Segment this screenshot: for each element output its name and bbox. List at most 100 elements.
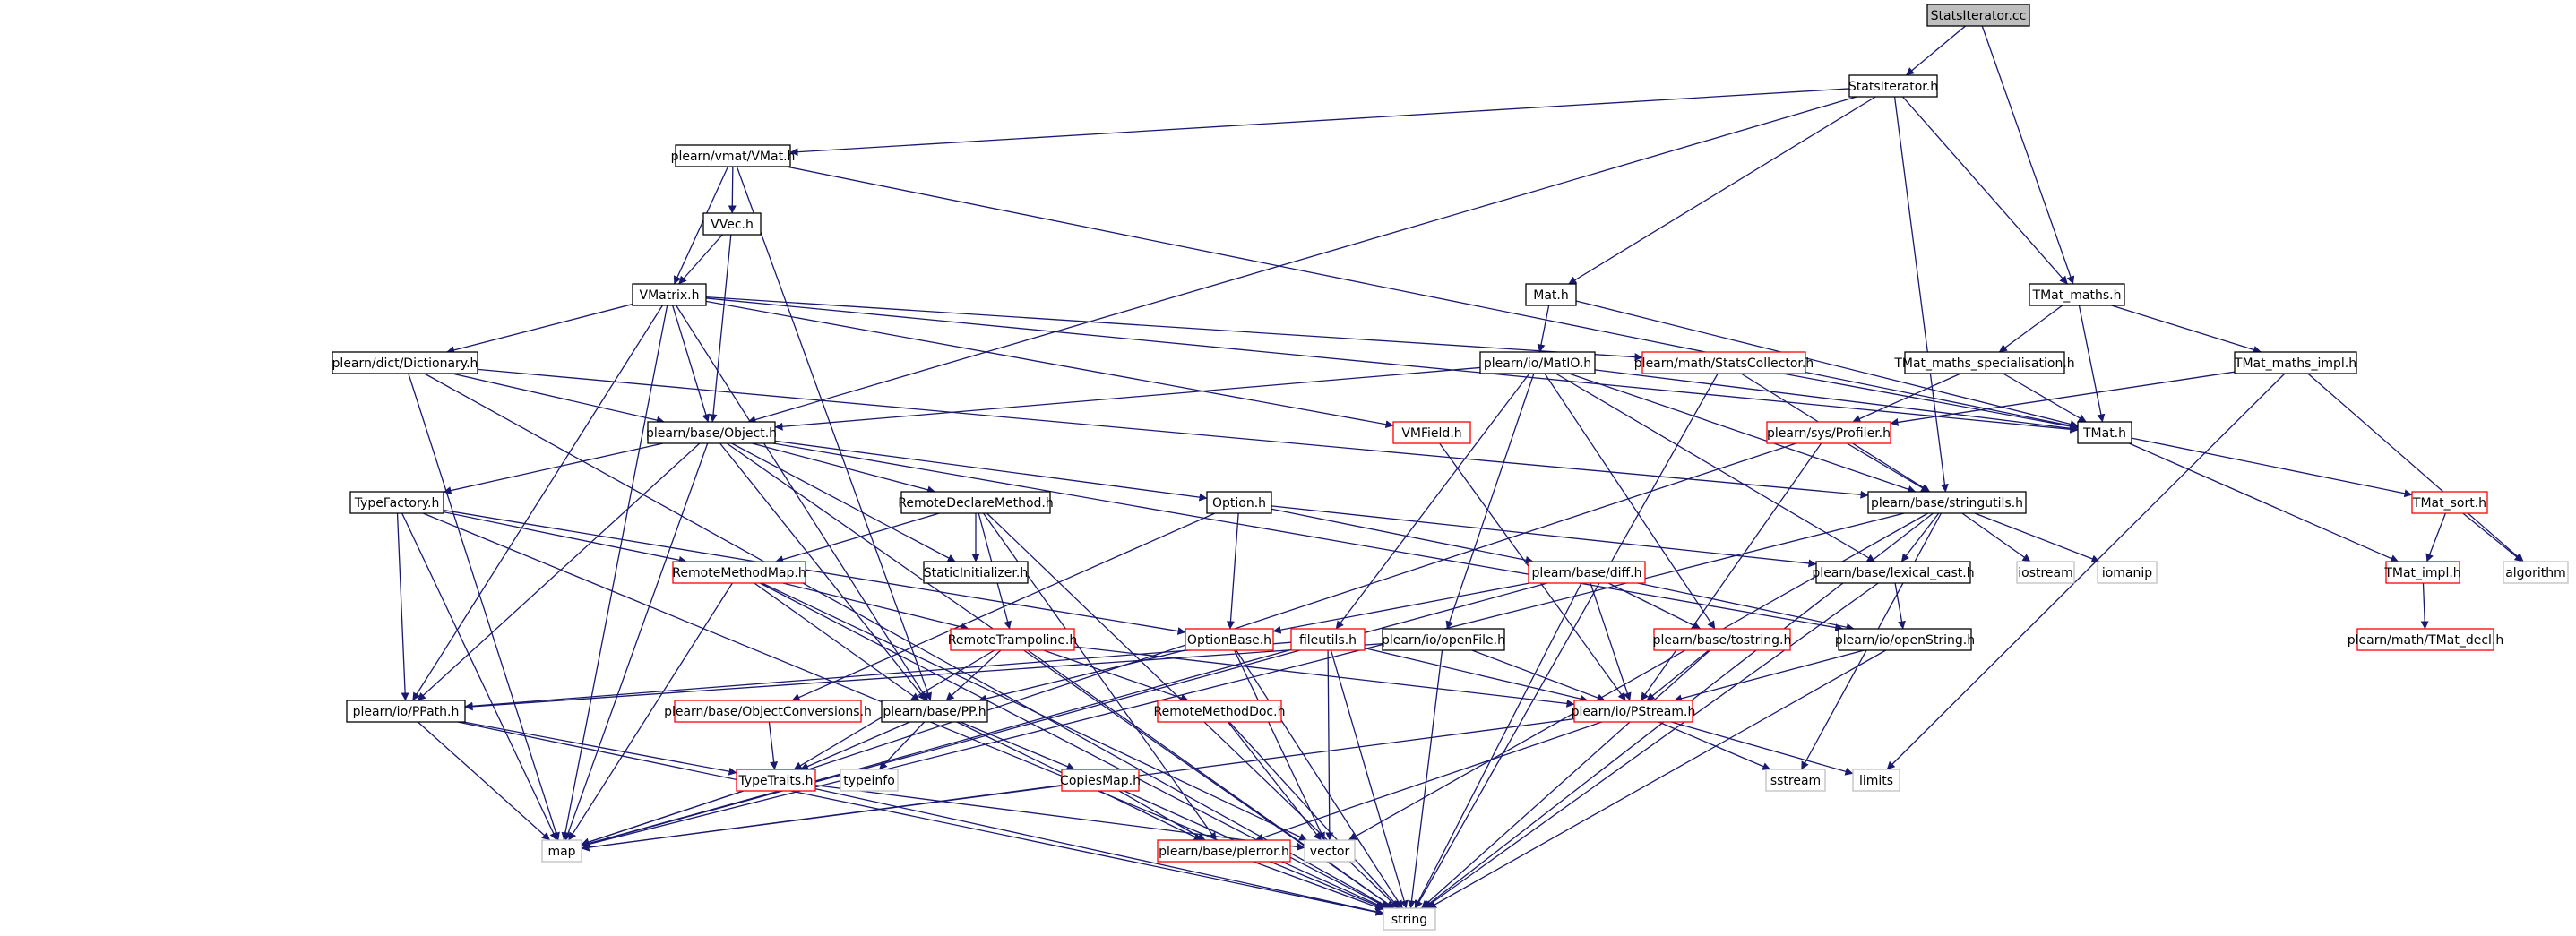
node-remotedeclare[interactable]: RemoteDeclareMethod.h [898, 491, 1054, 514]
node-box [2385, 561, 2460, 584]
node-string[interactable]: string [1383, 907, 1436, 931]
node-iomanip[interactable]: iomanip [2097, 561, 2158, 584]
node-object[interactable]: plearn/base/Object.h [646, 421, 777, 444]
edge-vvec-to-vmatrix [678, 234, 723, 285]
node-box [1383, 907, 1436, 931]
edge-matioh-to-tmath [1594, 369, 2079, 433]
node-vector[interactable]: vector [1304, 839, 1356, 863]
node-openstring[interactable]: plearn/io/openString.h [1835, 628, 1975, 651]
node-fileutils[interactable]: fileutils.h [1290, 628, 1366, 651]
edge-optionbase-to-vector [1234, 649, 1325, 841]
node-remotemethoddoc[interactable]: RemoteMethodDoc.h [1154, 700, 1286, 723]
node-label: plearn/io/PPath.h [353, 705, 460, 719]
node-tmatdecl[interactable]: plearn/math/TMat_decl.h [2348, 628, 2503, 651]
node-lexicalcast[interactable]: plearn/base/lexical_cast.h [1812, 561, 1975, 584]
node-label: RemoteDeclareMethod.h [898, 496, 1053, 511]
edge-diff-to-string [1414, 582, 1582, 909]
edge-object-to-map [564, 442, 709, 841]
node-copiesmap[interactable]: CopiesMap.h [1060, 769, 1141, 792]
node-sstream[interactable]: sstream [1765, 769, 1826, 792]
edge-vmatrix-to-map [561, 305, 668, 841]
edge-objectconv-to-typetraits [768, 721, 779, 770]
node-typetraits[interactable]: TypeTraits.h [736, 769, 816, 792]
edge-tmatimpl-to-profiler [1890, 371, 2236, 426]
node-ppath[interactable]: plearn/io/PPath.h [346, 700, 466, 723]
node-staticinit[interactable]: StaticInitializer.h [923, 561, 1029, 584]
node-vmatrix[interactable]: VMatrix.h [632, 283, 707, 306]
node-tmatimpl[interactable]: TMat_maths_impl.h [2234, 351, 2357, 374]
node-math[interactable]: Mat.h [1525, 283, 1577, 306]
node-statsh[interactable]: StatsIterator.h [1848, 74, 1938, 98]
node-label: plearn/base/plerror.h [1159, 845, 1289, 859]
edge-optionbase-to-string [1236, 649, 1403, 909]
node-box [1382, 628, 1505, 651]
node-label: plearn/io/openFile.h [1382, 633, 1505, 648]
node-label: RemoteMethodDoc.h [1154, 705, 1286, 719]
node-box [840, 769, 899, 792]
node-dictionary[interactable]: plearn/dict/Dictionary.h [332, 351, 478, 374]
node-profiler[interactable]: plearn/sys/Profiler.h [1766, 421, 1891, 444]
edge-typefactory-to-ppath [396, 512, 409, 701]
node-remotetrampoline[interactable]: RemoteTrampoline.h [948, 628, 1078, 651]
node-label: RemoteTrampoline.h [948, 633, 1078, 648]
node-typeinfo[interactable]: typeinfo [840, 769, 899, 792]
node-label: plearn/base/PP.h [883, 705, 986, 719]
edge-matioh-to-object [774, 366, 1481, 431]
edge-remotemethoddoc-to-string [1228, 721, 1400, 909]
node-vvec[interactable]: VVec.h [702, 212, 762, 236]
edge-pstream-to-limits [1671, 721, 1854, 776]
node-tmatmaths[interactable]: TMat_maths.h [2029, 283, 2125, 306]
node-iostream[interactable]: iostream [2016, 561, 2075, 584]
edge-remotetrampoline-to-remotemethoddoc [1043, 649, 1189, 702]
node-box [647, 421, 776, 444]
edge-object-to-option [774, 440, 1208, 502]
node-box [1304, 839, 1356, 863]
node-box [2077, 421, 2132, 444]
node-tmatsort[interactable]: TMat_sort.h [2411, 491, 2488, 514]
node-pstream[interactable]: plearn/io/PStream.h [1572, 700, 1696, 723]
node-plerror[interactable]: plearn/base/plerror.h [1157, 839, 1291, 863]
node-label: plearn/base/tostring.h [1653, 633, 1792, 648]
node-root[interactable]: StatsIterator.cc [1926, 4, 2030, 27]
edge-vmatrix-to-ppath [412, 305, 663, 701]
node-pp[interactable]: plearn/base/PP.h [881, 700, 988, 723]
node-vmat[interactable]: plearn/vmat/VMat.h [671, 144, 796, 167]
node-statscollector[interactable]: plearn/math/StatsCollector.h [1634, 351, 1814, 374]
edge-matioh-to-tostring [1544, 373, 1716, 630]
node-stringutils[interactable]: plearn/base/stringutils.h [1867, 491, 2027, 514]
node-label: plearn/base/ObjectConversions.h [664, 705, 872, 719]
node-tmatspecial[interactable]: TMat_maths_specialisation.h [1893, 351, 2075, 374]
node-label: plearn/vmat/VMat.h [671, 150, 796, 164]
node-optionbase[interactable]: OptionBase.h [1185, 628, 1274, 651]
node-algorithm[interactable]: algorithm [2503, 561, 2569, 584]
edge-vmatrix-to-object [672, 305, 711, 423]
node-label: TypeFactory.h [354, 496, 440, 511]
node-vmfield[interactable]: VMField.h [1392, 421, 1471, 444]
node-remotemethodmap[interactable]: RemoteMethodMap.h [672, 561, 806, 584]
node-map[interactable]: map [541, 839, 582, 863]
node-option[interactable]: Option.h [1206, 491, 1272, 514]
edge-tmatmaths-to-tmatspecial [1998, 305, 2063, 353]
edge-tmatsort-to-algorithm [2462, 512, 2523, 562]
edge-statscollector-to-string [1415, 373, 1719, 909]
node-tostring[interactable]: plearn/base/tostring.h [1653, 628, 1792, 651]
node-box [1061, 769, 1140, 792]
node-box [349, 491, 444, 514]
edge-typefactory-to-remotemethodmap [443, 511, 687, 564]
node-matioh[interactable]: plearn/io/MatIO.h [1479, 351, 1596, 374]
node-tmath[interactable]: TMat.h [2077, 421, 2132, 444]
node-diff[interactable]: plearn/base/diff.h [1528, 561, 1646, 584]
node-box [1838, 628, 1972, 651]
node-typefactory[interactable]: TypeFactory.h [349, 491, 444, 514]
edge-lexicalcast-to-openstring [1894, 582, 1906, 630]
node-box [702, 212, 762, 236]
node-openfile[interactable]: plearn/io/openFile.h [1382, 628, 1505, 651]
node-box [1206, 491, 1272, 514]
node-limits[interactable]: limits [1852, 769, 1900, 792]
edge-remotemethodmap-to-pp [754, 582, 920, 701]
node-tmatimplh[interactable]: TMat_impl.h [2383, 561, 2461, 584]
node-label: TMat_maths_impl.h [2234, 356, 2356, 371]
node-objectconv[interactable]: plearn/base/ObjectConversions.h [664, 700, 872, 723]
node-box [1641, 351, 1806, 374]
